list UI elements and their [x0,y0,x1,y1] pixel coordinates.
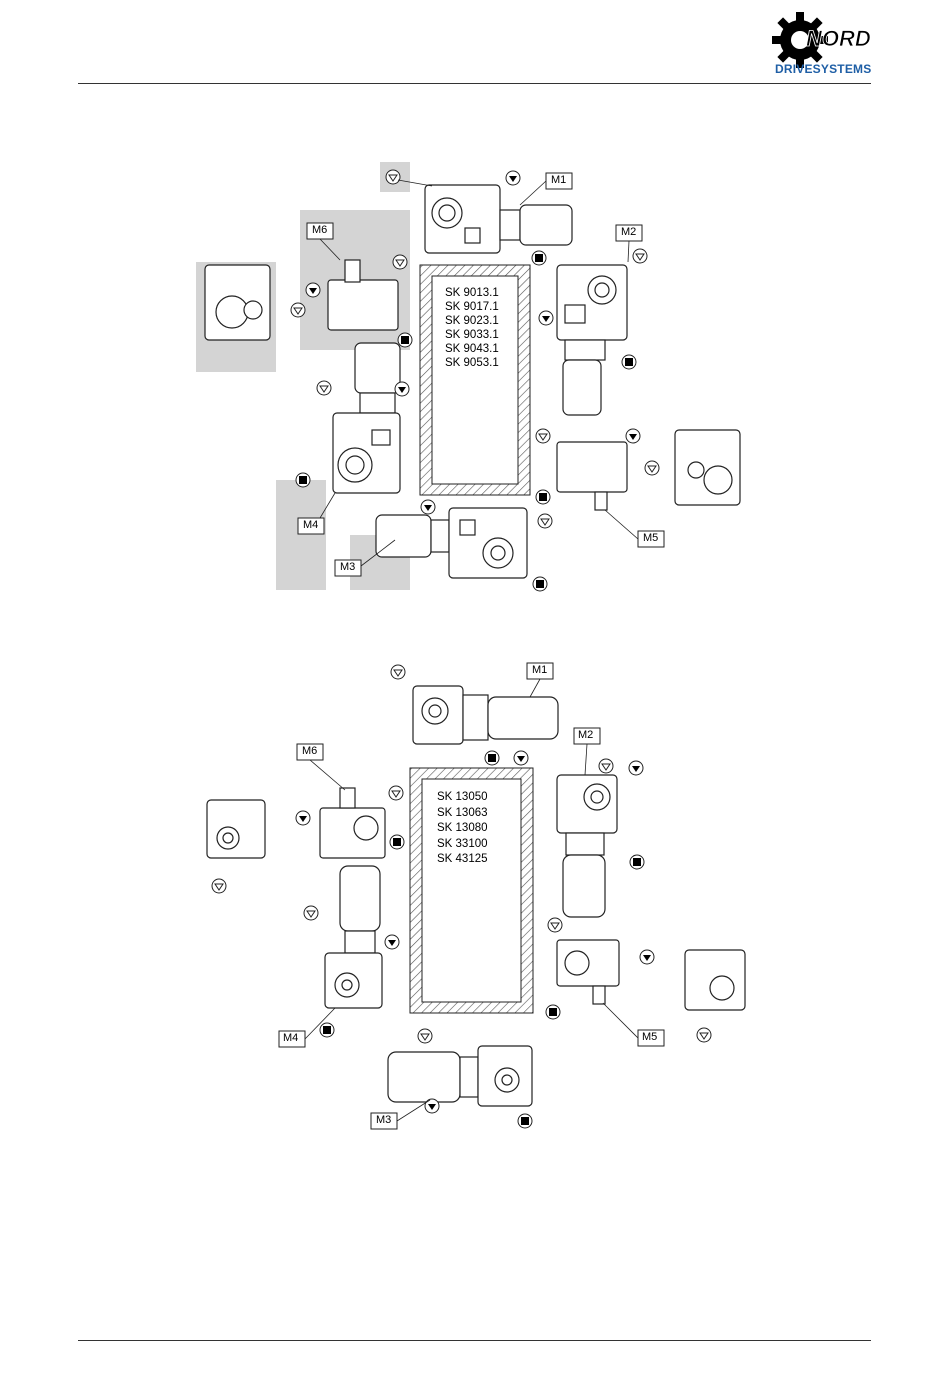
footer-divider [78,1340,871,1341]
vent-valve-icon [304,906,318,920]
oil-level-fill-icon [640,950,654,964]
oil-level-fill-icon [385,935,399,949]
vent-valve-icon [599,759,613,773]
mounting-label-m2: M2 [578,729,593,741]
gearbox-m2 [557,775,617,917]
oil-level-fill-icon [296,811,310,825]
gearbox-m5 [557,940,745,1010]
oil-drain-icon [518,1114,532,1128]
model-name: SK 33100 [437,837,488,853]
oil-drain-icon [630,855,644,869]
model-name: SK 43125 [437,852,488,868]
oil-drain-icon [390,835,404,849]
model-name: SK 13080 [437,821,488,837]
vent-valve-icon [391,665,405,679]
mounting-label-m1: M1 [532,664,547,676]
oil-drain-icon [546,1005,560,1019]
model-name: SK 13063 [437,806,488,822]
mounting-label-m6: M6 [302,745,317,757]
gearbox-m4 [325,866,382,1008]
mounting-label-m4: M4 [283,1032,298,1044]
oil-level-fill-icon [514,751,528,765]
gearbox-m6 [207,788,385,858]
gearbox-m3 [388,1046,532,1106]
vent-valve-icon [418,1029,432,1043]
model-name: SK 13050 [437,790,488,806]
oil-level-fill-icon [629,761,643,775]
model-list-2: SK 13050 SK 13063 SK 13080 SK 33100 SK 4… [437,790,488,868]
vent-valve-icon [212,879,226,893]
oil-level-fill-icon [425,1099,439,1113]
gearbox-m1 [413,686,558,744]
vent-valve-icon [389,786,403,800]
mounting-label-m5: M5 [642,1031,657,1043]
oil-drain-icon [320,1023,334,1037]
vent-valve-icon [548,918,562,932]
oil-drain-icon [485,751,499,765]
mounting-label-m3: M3 [376,1114,391,1126]
vent-valve-icon [697,1028,711,1042]
